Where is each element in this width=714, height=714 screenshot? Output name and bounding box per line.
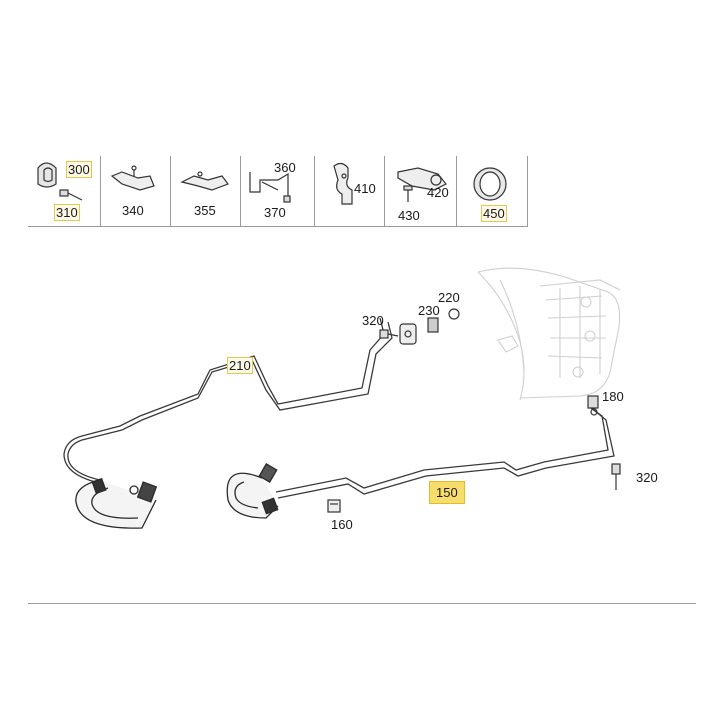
thumb-360-370-bracket <box>249 172 291 203</box>
part-cell-450[interactable] <box>456 156 529 226</box>
callout-230[interactable]: 230 <box>418 303 440 318</box>
callout-150[interactable]: 150 <box>429 481 465 504</box>
fitting-180 <box>587 395 599 416</box>
seal-220 <box>448 308 460 320</box>
fitting-230 <box>399 317 439 345</box>
clip-160 <box>327 499 341 513</box>
transmission-housing <box>477 267 621 401</box>
callout-210[interactable]: 210 <box>227 357 253 374</box>
thumb-300-clamp <box>37 162 57 188</box>
part-number-355[interactable]: 355 <box>194 203 216 218</box>
thumb-355-bracket <box>180 171 229 191</box>
thumb-420-430-flange <box>397 167 447 202</box>
part-cell-360-370[interactable] <box>240 156 315 226</box>
part-number-430[interactable]: 430 <box>398 208 420 223</box>
part-number-450[interactable]: 450 <box>481 205 507 222</box>
part-cell-340[interactable] <box>100 156 171 226</box>
part-number-410[interactable]: 410 <box>354 181 376 196</box>
strip-divider-right <box>527 156 528 226</box>
pipe-150 <box>275 405 615 499</box>
callout-160[interactable]: 160 <box>331 517 353 532</box>
callout-320-right[interactable]: 320 <box>636 470 658 485</box>
thumb-410-pipe-clip <box>333 162 353 205</box>
bottom-divider <box>28 603 696 604</box>
part-cell-410[interactable] <box>314 156 385 226</box>
parts-strip <box>28 156 529 227</box>
part-number-370[interactable]: 370 <box>264 205 286 220</box>
thumb-340-bracket <box>110 165 155 191</box>
part-number-310[interactable]: 310 <box>54 204 80 221</box>
part-number-420[interactable]: 420 <box>427 185 449 200</box>
thumb-310-bolt <box>59 189 83 201</box>
callout-180[interactable]: 180 <box>602 389 624 404</box>
bolt-320-right <box>611 463 621 490</box>
part-cell-420-430[interactable] <box>384 156 457 226</box>
part-number-300[interactable]: 300 <box>66 161 92 178</box>
strip-divider <box>28 226 528 227</box>
hose-150-end <box>226 463 279 519</box>
callout-320-top[interactable]: 320 <box>362 313 384 328</box>
part-number-360[interactable]: 360 <box>274 160 296 175</box>
part-cell-355[interactable] <box>170 156 241 226</box>
callout-220[interactable]: 220 <box>438 290 460 305</box>
bolt-320-top <box>379 329 399 339</box>
hose-210-end <box>75 477 158 529</box>
part-number-340[interactable]: 340 <box>122 203 144 218</box>
thumb-450-seal-ring <box>473 167 507 201</box>
pipe-210 <box>63 317 393 485</box>
